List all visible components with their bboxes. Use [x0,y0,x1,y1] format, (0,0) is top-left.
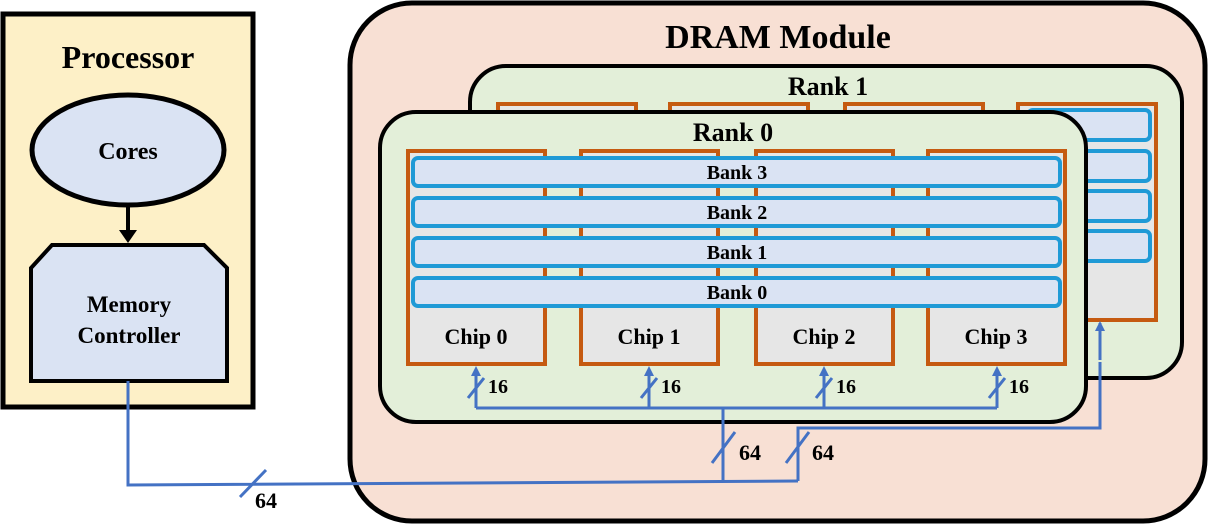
rank-0: Rank 0 Bank 3 Bank 2 Bank 1 Bank 0 Chip … [378,110,1088,424]
cores-label: Cores [98,139,158,165]
chip-0-width-slash [466,377,486,399]
chip-3-link-arrow [992,366,1002,376]
chip-3-width-slash [987,377,1007,399]
chip-0-width-label: 16 [488,376,508,398]
chip-3-label: Chip 3 [965,324,1028,349]
processor-bus-width-label: 64 [255,488,277,513]
arrow-head [119,230,137,243]
bank-2 [411,196,1062,228]
processor-title: Processor [62,39,195,75]
rank-1-title: Rank 1 [788,72,868,101]
dram-module: DRAM Module Rank 1 Rank 0 [347,0,1208,524]
bank-1 [411,236,1062,268]
chip-0-link-arrow [471,366,481,376]
chip-1-width-slash [639,377,659,399]
rank-0-bus-width-label: 64 [739,440,761,465]
bank-0-label: Bank 0 [707,282,768,304]
rank-0-title: Rank 0 [693,118,773,147]
rank-1-bus-width-label: 64 [812,440,834,465]
chip-3-width-label: 16 [1009,376,1029,398]
chip-1-link-arrow [644,366,654,376]
dram-module-title: DRAM Module [665,19,891,56]
memory-controller-node [29,243,229,383]
chip-2-width-label: 16 [836,376,856,398]
chip-2-label: Chip 2 [793,324,856,349]
bank-1-label: Bank 1 [707,242,768,264]
bank-0 [411,276,1062,308]
chip-2-link-arrow [819,366,829,376]
bank-3 [411,156,1062,188]
bank-3-label: Bank 3 [707,162,768,184]
rank-1-chip-link-arrow [1095,321,1105,331]
chip-0-label: Chip 0 [445,324,508,349]
chip-2-width-slash [814,377,834,399]
memory-controller-label-line2: Controller [77,323,180,348]
rank-1-bus-slash [784,431,811,464]
memory-controller-label-line1: Memory [87,292,172,317]
processor-bus-slash [238,468,268,499]
rank-0-bus-slash [710,431,737,464]
processor-block: Processor Cores Memory Controller [0,11,256,410]
chip-1-label: Chip 1 [618,324,681,349]
processor-memory-bus [126,381,799,487]
bank-2-label: Bank 2 [707,202,768,224]
chip-1-width-label: 16 [661,376,681,398]
